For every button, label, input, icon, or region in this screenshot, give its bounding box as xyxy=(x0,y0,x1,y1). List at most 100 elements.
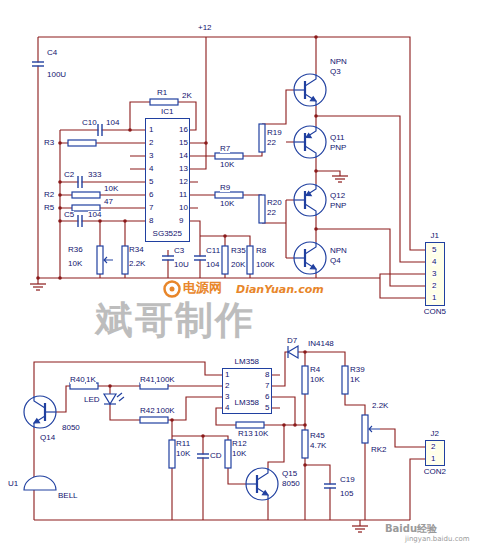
part-type: CON2 xyxy=(424,468,446,476)
part-designator: J2 xyxy=(431,430,439,438)
part-label: R2 xyxy=(44,191,54,199)
capacitor-symbol xyxy=(31,62,45,66)
resistor-symbol xyxy=(169,440,175,468)
transistor-symbol xyxy=(294,74,326,106)
transistor-symbol xyxy=(24,396,56,428)
part-designator: IC1 xyxy=(161,108,173,116)
watermark: 斌哥制作 xyxy=(95,300,255,340)
part-label: Q4 xyxy=(330,257,341,265)
part-label: Q3 xyxy=(330,68,341,76)
pin-number: 5 xyxy=(149,178,153,186)
part-label: 22 xyxy=(267,139,276,147)
part-label: BELL xyxy=(58,492,78,500)
part-label: R7 xyxy=(220,145,230,153)
part-label: 104 xyxy=(206,261,219,269)
resistor-symbol xyxy=(150,99,178,105)
part-label: 100U xyxy=(47,71,66,79)
watermark-logo xyxy=(165,282,180,297)
resistor-symbol xyxy=(247,246,253,274)
pin-number: 16 xyxy=(179,126,188,134)
led-symbol xyxy=(104,393,124,404)
wiper-arrow xyxy=(104,257,113,263)
part-label: 100K xyxy=(156,376,175,384)
ground-symbol xyxy=(30,284,46,290)
part-label: R40 xyxy=(70,376,85,384)
pin-number: 12 xyxy=(179,178,188,186)
part-label: +12 xyxy=(198,24,212,32)
part-label: C11 xyxy=(206,247,220,255)
part-label: 104 xyxy=(106,119,119,127)
part-label: NPN xyxy=(330,58,347,66)
capacitor-symbol xyxy=(78,214,82,228)
part-label: R35 xyxy=(231,247,246,255)
potentiometer-symbol xyxy=(97,246,103,274)
part-label: R34 xyxy=(129,246,144,254)
part-label: 10K xyxy=(232,450,246,458)
pin-number: 14 xyxy=(179,152,188,160)
part-label: 2K xyxy=(182,92,192,100)
part-label: 10K xyxy=(310,376,324,384)
pin-number: 8 xyxy=(265,371,269,379)
part-label: C19 xyxy=(340,476,355,484)
capacitor-symbol xyxy=(161,256,175,260)
part-type: SG3525 xyxy=(153,230,182,238)
part-type: CON5 xyxy=(424,308,446,316)
part-label: 10K xyxy=(254,430,268,438)
pin-number: 1 xyxy=(225,371,229,379)
part-label: C2 xyxy=(64,171,74,179)
transistor-symbol xyxy=(294,126,326,158)
part-label: Q12 xyxy=(330,192,345,200)
part-label: 100K xyxy=(156,407,175,415)
pin-number: 3 xyxy=(149,152,153,160)
part-label: 1K xyxy=(86,376,96,384)
pin-number: 4 xyxy=(432,258,436,266)
pin-number: 7 xyxy=(265,382,269,390)
part-label: PNP xyxy=(330,202,346,210)
part-label: Q15 xyxy=(282,470,297,478)
part-label: 2.2K xyxy=(129,260,145,268)
part-label: C4 xyxy=(47,49,57,57)
capacitor-symbol xyxy=(193,256,207,260)
part-type: LM358 xyxy=(235,399,259,407)
resistor-symbol xyxy=(222,246,228,274)
bell-symbol xyxy=(24,476,56,490)
part-label: R20 xyxy=(267,199,282,207)
pin-number: 6 xyxy=(149,191,153,199)
wiper-arrow xyxy=(369,426,380,432)
transistor-symbol xyxy=(294,242,326,274)
watermark: 电源网 xyxy=(183,281,222,295)
part-label: C5 xyxy=(64,211,74,219)
ground-symbol xyxy=(352,526,368,532)
resistor-symbol xyxy=(342,366,348,394)
resistor-symbol xyxy=(72,192,100,198)
part-label: R1 xyxy=(157,89,167,97)
pin-number: 2 xyxy=(431,443,435,451)
part-label: 100K xyxy=(256,261,275,269)
part-label: R12 xyxy=(232,440,247,448)
part-label: 8050 xyxy=(62,424,80,432)
pin-number: 2 xyxy=(225,382,229,390)
transistor-symbol xyxy=(294,184,326,216)
resistor-symbol xyxy=(122,246,128,274)
capacitor-symbol xyxy=(196,454,210,458)
part-label: Q14 xyxy=(40,434,55,442)
part-label: 4.7K xyxy=(310,442,326,450)
part-label: R4 xyxy=(310,366,320,374)
part-label: 47 xyxy=(104,198,113,206)
pin-number: 11 xyxy=(179,191,187,199)
part-label: R19 xyxy=(267,129,282,137)
resistor-symbol xyxy=(302,430,308,458)
part-label: 1K xyxy=(350,376,360,384)
part-label: R42 xyxy=(140,407,155,415)
pin-number: 15 xyxy=(179,139,188,147)
resistor-symbol xyxy=(215,153,243,159)
part-label: PNP xyxy=(330,144,346,152)
resistor-symbol xyxy=(215,192,243,198)
pin-number: 2 xyxy=(432,282,436,290)
part-label: 333 xyxy=(88,171,101,179)
transistor-symbol xyxy=(246,468,278,500)
resistor-symbol xyxy=(236,422,264,428)
part-label: 10K xyxy=(220,200,234,208)
part-label: NPN xyxy=(330,247,347,255)
